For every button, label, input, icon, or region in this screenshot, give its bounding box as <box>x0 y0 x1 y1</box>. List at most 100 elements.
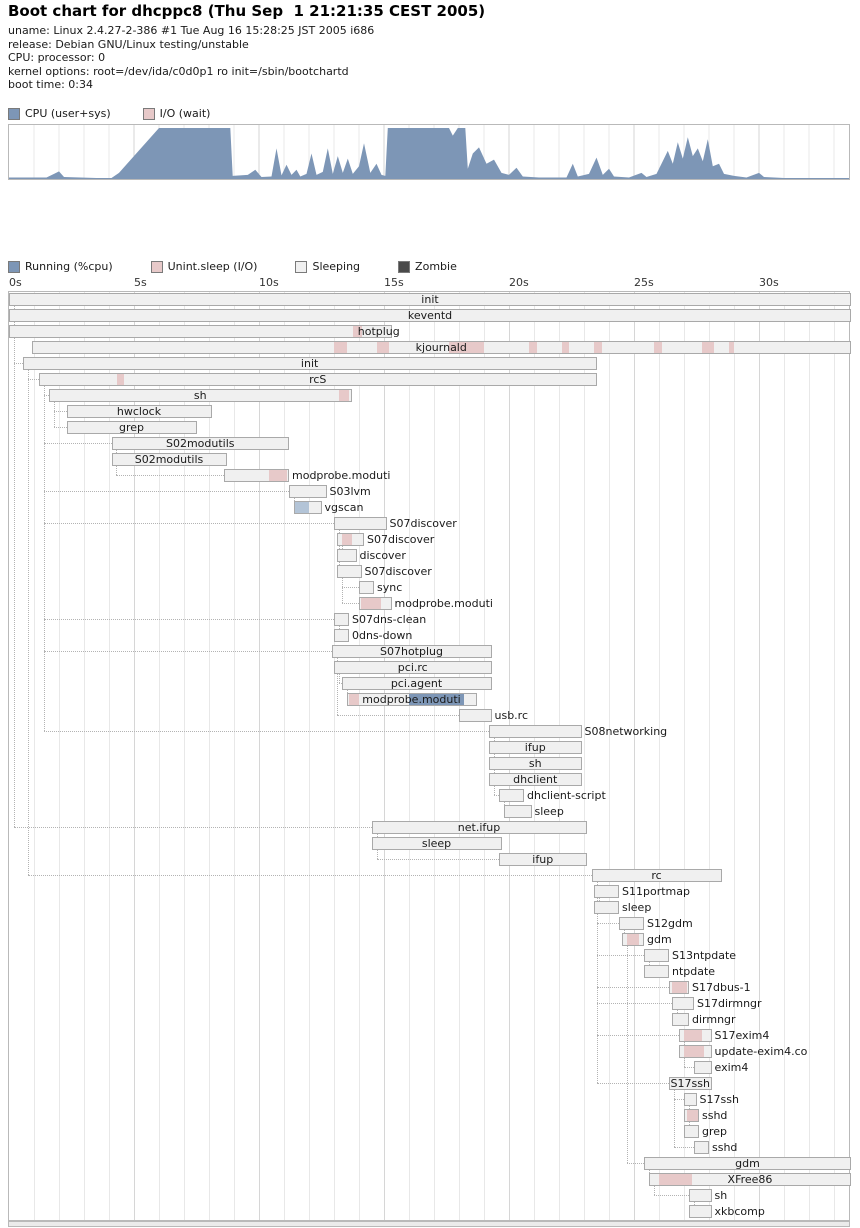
process-bar <box>111 437 289 450</box>
legend-label: CPU (user+sys) <box>25 107 111 120</box>
process-label: modprobe.moduti <box>394 597 493 610</box>
process-bar-segment-io <box>449 342 484 353</box>
process-label: net.ifup <box>457 821 501 834</box>
process-bar <box>459 709 492 722</box>
process-label: S02modutils <box>165 437 235 450</box>
process-bar <box>289 485 327 498</box>
grid-line <box>734 292 735 1220</box>
process-bar-segment-io <box>352 326 362 337</box>
tree-connector <box>44 523 334 524</box>
process-bar-segment-io <box>334 342 347 353</box>
axis-tick-label: 20s <box>509 276 529 289</box>
grid-line <box>234 292 235 1220</box>
process-bar <box>9 309 851 322</box>
grid-line <box>184 292 185 1220</box>
process-label: modprobe.moduti <box>292 469 391 482</box>
process-bar <box>644 1157 851 1170</box>
grid-line <box>534 292 535 1220</box>
process-bar <box>294 501 322 514</box>
legend-item: I/O (wait) <box>142 107 210 120</box>
tree-connector <box>44 619 334 620</box>
process-label: init <box>300 357 319 370</box>
process-bar <box>594 885 619 898</box>
process-bar <box>66 421 197 434</box>
tree-connector <box>14 827 372 828</box>
tree-connector <box>597 1035 679 1036</box>
grid-line <box>309 292 310 1220</box>
process-bar-segment-io <box>361 598 382 609</box>
legend-label: Unint.sleep (I/O) <box>167 260 258 273</box>
legend-label: Zombie <box>415 260 457 273</box>
process-bar <box>224 469 289 482</box>
process-bar-segment-io <box>376 342 389 353</box>
process-bar <box>619 917 644 930</box>
sysinfo-kernel-options: kernel options: root=/dev/ida/c0d0p1 ro … <box>8 64 349 78</box>
tree-connector <box>597 955 644 956</box>
tree-connector <box>339 674 340 683</box>
tree-connector <box>597 882 598 1083</box>
axis-tick-label: 5s <box>134 276 147 289</box>
process-label: 0dns-down <box>352 629 413 642</box>
process-label: dirmngr <box>692 1013 736 1026</box>
process-bar <box>31 341 851 354</box>
grid-line <box>259 292 260 1220</box>
process-label: S12gdm <box>647 917 693 930</box>
process-label: S11portmap <box>622 885 690 898</box>
process-label: S03lvm <box>329 485 371 498</box>
process-bar <box>679 1045 712 1058</box>
grid-line <box>509 292 510 1220</box>
process-label: gdm <box>647 933 672 946</box>
tree-connector <box>44 443 112 444</box>
grid-line <box>34 292 35 1220</box>
tree-connector <box>28 370 29 875</box>
axis-tick-label: 0s <box>9 276 22 289</box>
process-bar <box>644 965 669 978</box>
zombie-legend-swatch <box>398 260 411 273</box>
sysinfo-release: release: Debian GNU/Linux testing/unstab… <box>8 37 249 51</box>
tree-connector <box>377 859 499 860</box>
grid-line <box>559 292 560 1220</box>
process-label: grep <box>702 1125 728 1138</box>
tree-connector <box>684 1067 694 1068</box>
process-label: sleep <box>534 805 564 818</box>
grid-line <box>84 292 85 1220</box>
tree-connector <box>654 1195 689 1196</box>
process-label: S17dirmngr <box>697 997 762 1010</box>
cpu-chart-canvas <box>9 125 851 179</box>
process-bar <box>591 869 722 882</box>
process-bar-segment-io <box>529 342 537 353</box>
tree-connector <box>597 987 669 988</box>
tree-connector <box>44 395 49 396</box>
sysinfo-uname: uname: Linux 2.4.27-2-386 #1 Tue Aug 16 … <box>8 24 375 37</box>
process-label: dhclient <box>513 773 558 786</box>
cpu-usage-area <box>9 128 851 179</box>
tree-connector <box>654 1186 655 1195</box>
run-legend-swatch <box>8 260 20 273</box>
tree-connector <box>14 363 23 364</box>
sleep-legend-swatch <box>295 260 308 273</box>
process-label: ifup <box>532 853 554 866</box>
process-bar <box>671 997 694 1010</box>
process-bar <box>341 677 492 690</box>
grid-line <box>484 292 485 1220</box>
legend-label: Running (%cpu) <box>25 260 113 273</box>
process-bar <box>694 1141 709 1154</box>
process-bar <box>49 389 352 402</box>
tree-connector <box>674 1099 684 1100</box>
process-label: S17exim4 <box>714 1029 770 1042</box>
process-bar <box>359 597 392 610</box>
process-label: usb.rc <box>494 709 529 722</box>
process-bar-segment-io <box>348 694 359 705</box>
grid-line <box>134 292 135 1220</box>
process-bar <box>684 1125 699 1138</box>
process-label: pci.agent <box>390 677 443 690</box>
sysinfo-cpu: CPU: processor: 0 <box>8 51 106 64</box>
process-label: S07discover <box>389 517 457 530</box>
process-bar <box>649 1173 851 1186</box>
process-label: sync <box>377 581 403 594</box>
process-label: S17dbus-1 <box>692 981 751 994</box>
process-label: vgscan <box>324 501 364 514</box>
grid-line <box>609 292 610 1220</box>
tree-connector <box>54 402 55 427</box>
